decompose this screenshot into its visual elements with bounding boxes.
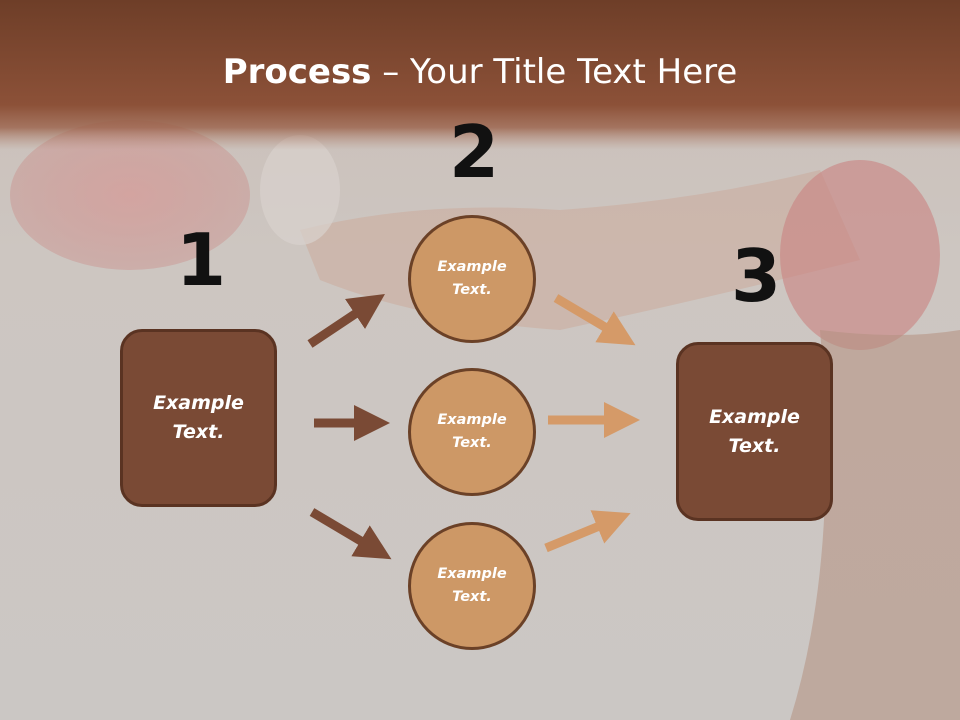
title-band (0, 0, 960, 150)
circle-bottom-line2: Text. (452, 589, 492, 605)
slide-title: Process – Your Title Text Here (0, 52, 960, 92)
circle-bottom: Example Text. (408, 522, 536, 650)
arrow-left-to-bottom (309, 508, 392, 560)
circle-top-line2: Text. (452, 282, 492, 298)
right-box-line2: Text. (728, 434, 781, 457)
arrow-left-to-top (307, 294, 385, 348)
step-number-1: 1 (176, 218, 227, 302)
circle-middle-line2: Text. (452, 435, 492, 451)
circle-middle-line1: Example (437, 412, 507, 428)
left-step-box: Example Text. (120, 329, 277, 507)
right-box-line1: Example (709, 405, 800, 428)
arrow-bottom-to-right (544, 510, 631, 553)
step-number-3: 3 (731, 234, 782, 318)
circle-top-line1: Example (437, 259, 507, 275)
circle-bottom-line1: Example (437, 566, 507, 582)
step-number-2: 2 (449, 110, 500, 194)
circle-middle: Example Text. (408, 368, 536, 496)
title-bold: Process (222, 52, 372, 92)
arrow-top-to-right (553, 294, 636, 346)
left-box-line2: Text. (172, 421, 225, 443)
right-step-box: Example Text. (676, 342, 833, 521)
circle-top: Example Text. (408, 215, 536, 343)
left-box-line1: Example (153, 392, 244, 414)
title-rest: – Your Title Text Here (371, 52, 738, 92)
